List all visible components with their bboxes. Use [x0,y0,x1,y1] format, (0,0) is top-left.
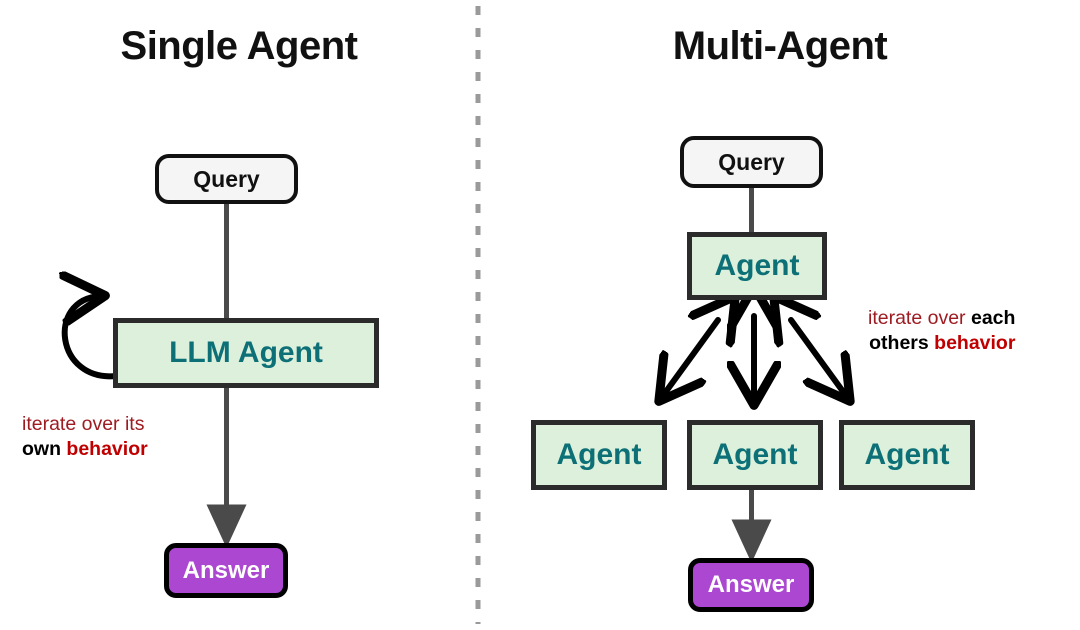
panel-title-multi-agent: Multi-Agent [672,24,888,68]
panel-title-single-agent: Single Agent [120,24,358,68]
node-answer-right[interactable]: Answer [688,558,814,612]
bidirectional-arrow-left [662,320,718,397]
annotation-left-own: own [22,438,61,460]
bidirectional-arrow-right [791,320,847,397]
annotation-right-line-2: others behavior [868,331,1015,356]
node-agent-worker-1[interactable]: Agent [531,420,667,490]
annotation-right-others: others [869,332,929,354]
node-answer-left[interactable]: Answer [164,543,288,598]
annotation-right-line-1: iterate over each [868,306,1015,331]
node-query-left[interactable]: Query [155,154,298,204]
annotation-left-line-2: own behavior [22,437,148,462]
annotation-left-behavior: behavior [66,438,148,460]
annotation-right-behavior: behavior [934,332,1016,354]
annotation-left-line-1: iterate over its [22,413,145,435]
self-loop-arrow [65,296,119,380]
node-agent-worker-3[interactable]: Agent [839,420,975,490]
node-query-right[interactable]: Query [680,136,823,188]
annotation-iterate-own-behavior: iterate over its own behavior [22,412,148,462]
node-agent-worker-2[interactable]: Agent [687,420,823,490]
node-agent-orchestrator[interactable]: Agent [687,232,827,300]
annotation-right-each: each [970,307,1016,329]
node-llm-agent[interactable]: LLM Agent [113,318,379,388]
annotation-right-iterate-over: iterate over [868,307,966,329]
annotation-iterate-each-others-behavior: iterate over each others behavior [868,306,1015,356]
